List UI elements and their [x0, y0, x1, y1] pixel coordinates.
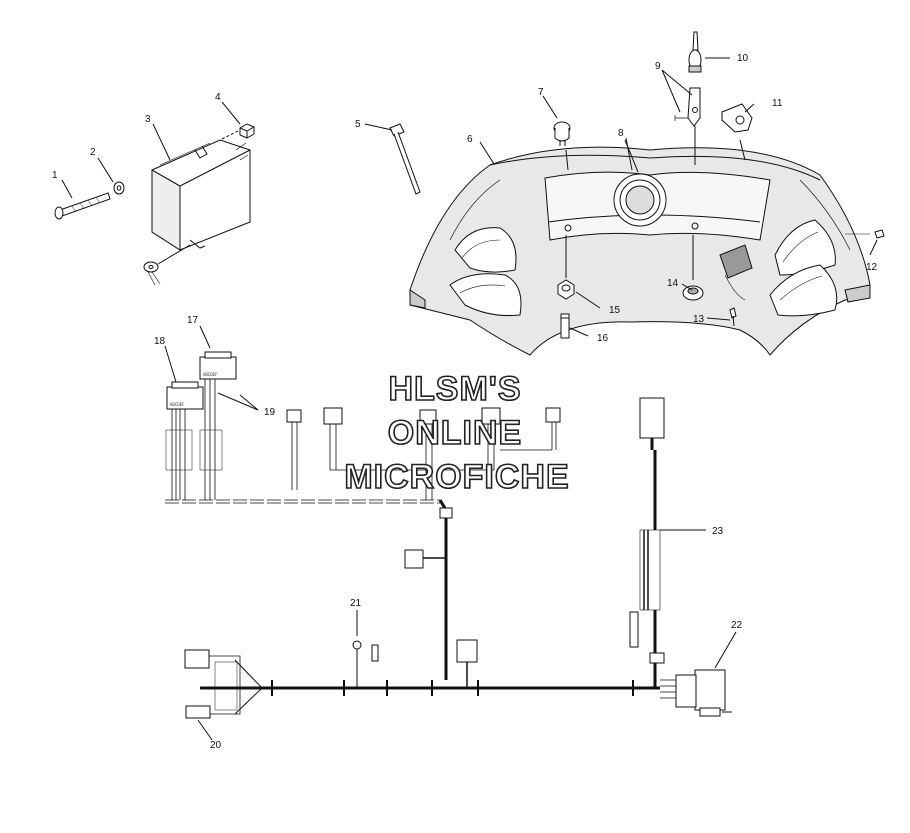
- screw-lower: [729, 307, 737, 327]
- ground-terminal: [143, 244, 191, 286]
- callout-7: 7: [538, 87, 544, 98]
- cable-tie: [389, 123, 421, 195]
- callout-20: 20: [210, 740, 222, 751]
- cdi-module: [151, 139, 251, 251]
- grommet: [682, 235, 704, 301]
- bolt: [54, 192, 111, 220]
- callout-12: 12: [866, 262, 878, 273]
- dash-switch: [719, 244, 753, 301]
- watermark-line-3: MICROFICHE: [344, 458, 569, 496]
- callout-23: 23: [712, 526, 724, 537]
- callout-13: 13: [693, 314, 705, 325]
- washer: [113, 181, 125, 195]
- callout-8: 8: [618, 128, 624, 139]
- wire-harness: [165, 351, 732, 719]
- callout-9: 9: [655, 61, 661, 72]
- callout-10: 10: [737, 53, 749, 64]
- callout-19: 19: [264, 407, 276, 418]
- retaining-clip: [721, 103, 753, 161]
- callout-18: 18: [154, 336, 166, 347]
- callout-6: 6: [467, 134, 473, 145]
- connector-18-pins: ABCDEF: [170, 402, 185, 407]
- lamp: [560, 313, 570, 339]
- screw: [845, 229, 885, 239]
- callout-14: 14: [667, 278, 679, 289]
- callout-5: 5: [355, 119, 361, 130]
- grommet-left: [557, 235, 575, 300]
- callout-1: 1: [52, 170, 58, 181]
- callout-2: 2: [90, 147, 96, 158]
- bulb: [688, 31, 702, 73]
- connector-17-pins: ABCDEF: [203, 372, 218, 377]
- callout-17: 17: [187, 315, 199, 326]
- watermark-line-2: ONLINE: [388, 414, 522, 452]
- callout-4: 4: [215, 92, 221, 103]
- nut: [239, 123, 255, 139]
- watermark-line-1: HLSM'S: [388, 370, 521, 408]
- indicator-bulb: [674, 87, 701, 165]
- dash-pod: [409, 146, 871, 356]
- callout-11: 11: [772, 98, 783, 109]
- callout-21: 21: [350, 598, 362, 609]
- callout-16: 16: [597, 333, 609, 344]
- callout-3: 3: [145, 114, 151, 125]
- bulb-socket: [553, 121, 571, 171]
- callout-22: 22: [731, 620, 743, 631]
- callout-15: 15: [609, 305, 621, 316]
